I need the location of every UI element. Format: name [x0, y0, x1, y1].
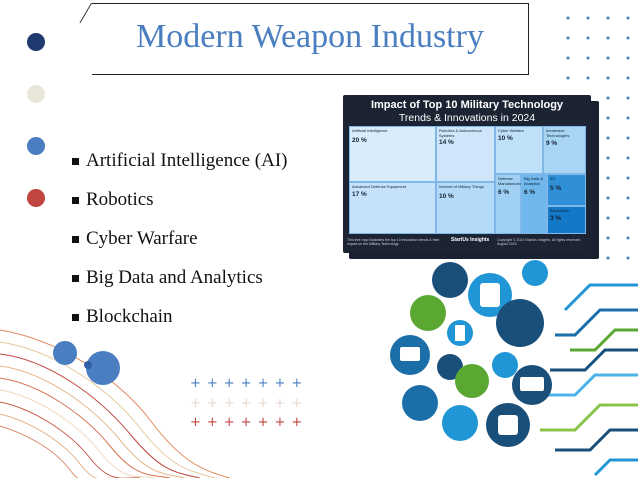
- tech-circuit-illustration: [390, 260, 638, 477]
- bullet-square-icon: [72, 313, 79, 321]
- bullet-square-icon: [72, 196, 79, 204]
- bullet-item: Robotics: [72, 180, 288, 219]
- bullet-square-icon: [72, 157, 79, 165]
- plus-row-faded: +++++++: [190, 396, 309, 411]
- report-subtitle: Trends & Innovations in 2024: [398, 112, 536, 124]
- bullet-item: Cyber Warfare: [72, 219, 288, 258]
- report-footer: This tree map illustrates the top 10 inn…: [347, 237, 581, 246]
- dot-grid-decoration: [566, 16, 630, 260]
- wave-lines-decoration: [0, 329, 230, 478]
- plus-row-red: +++++++: [190, 415, 309, 430]
- navy-dot: [27, 33, 45, 51]
- report-title: Impact of Top 10 Military Technology: [370, 99, 564, 111]
- slide-title: Modern Weapon Industry: [136, 18, 484, 55]
- bullet-square-icon: [72, 274, 79, 282]
- bullet-item: Blockchain: [72, 297, 288, 336]
- cream-dot: [27, 85, 45, 103]
- bullet-item: Artificial Intelligence (AI): [72, 141, 288, 180]
- title-box: Modern Weapon Industry: [92, 3, 529, 75]
- bullet-item: Big Data and Analytics: [72, 258, 288, 297]
- red-dot: [27, 189, 45, 207]
- bullet-square-icon: [72, 235, 79, 243]
- plus-row-orange: +++++++: [190, 376, 309, 391]
- bullet-list: Artificial Intelligence (AI) Robotics Cy…: [72, 141, 288, 336]
- blue-dot: [27, 137, 45, 155]
- treemap-report-image: Impact of Top 10 Military Technology Tre…: [343, 95, 599, 259]
